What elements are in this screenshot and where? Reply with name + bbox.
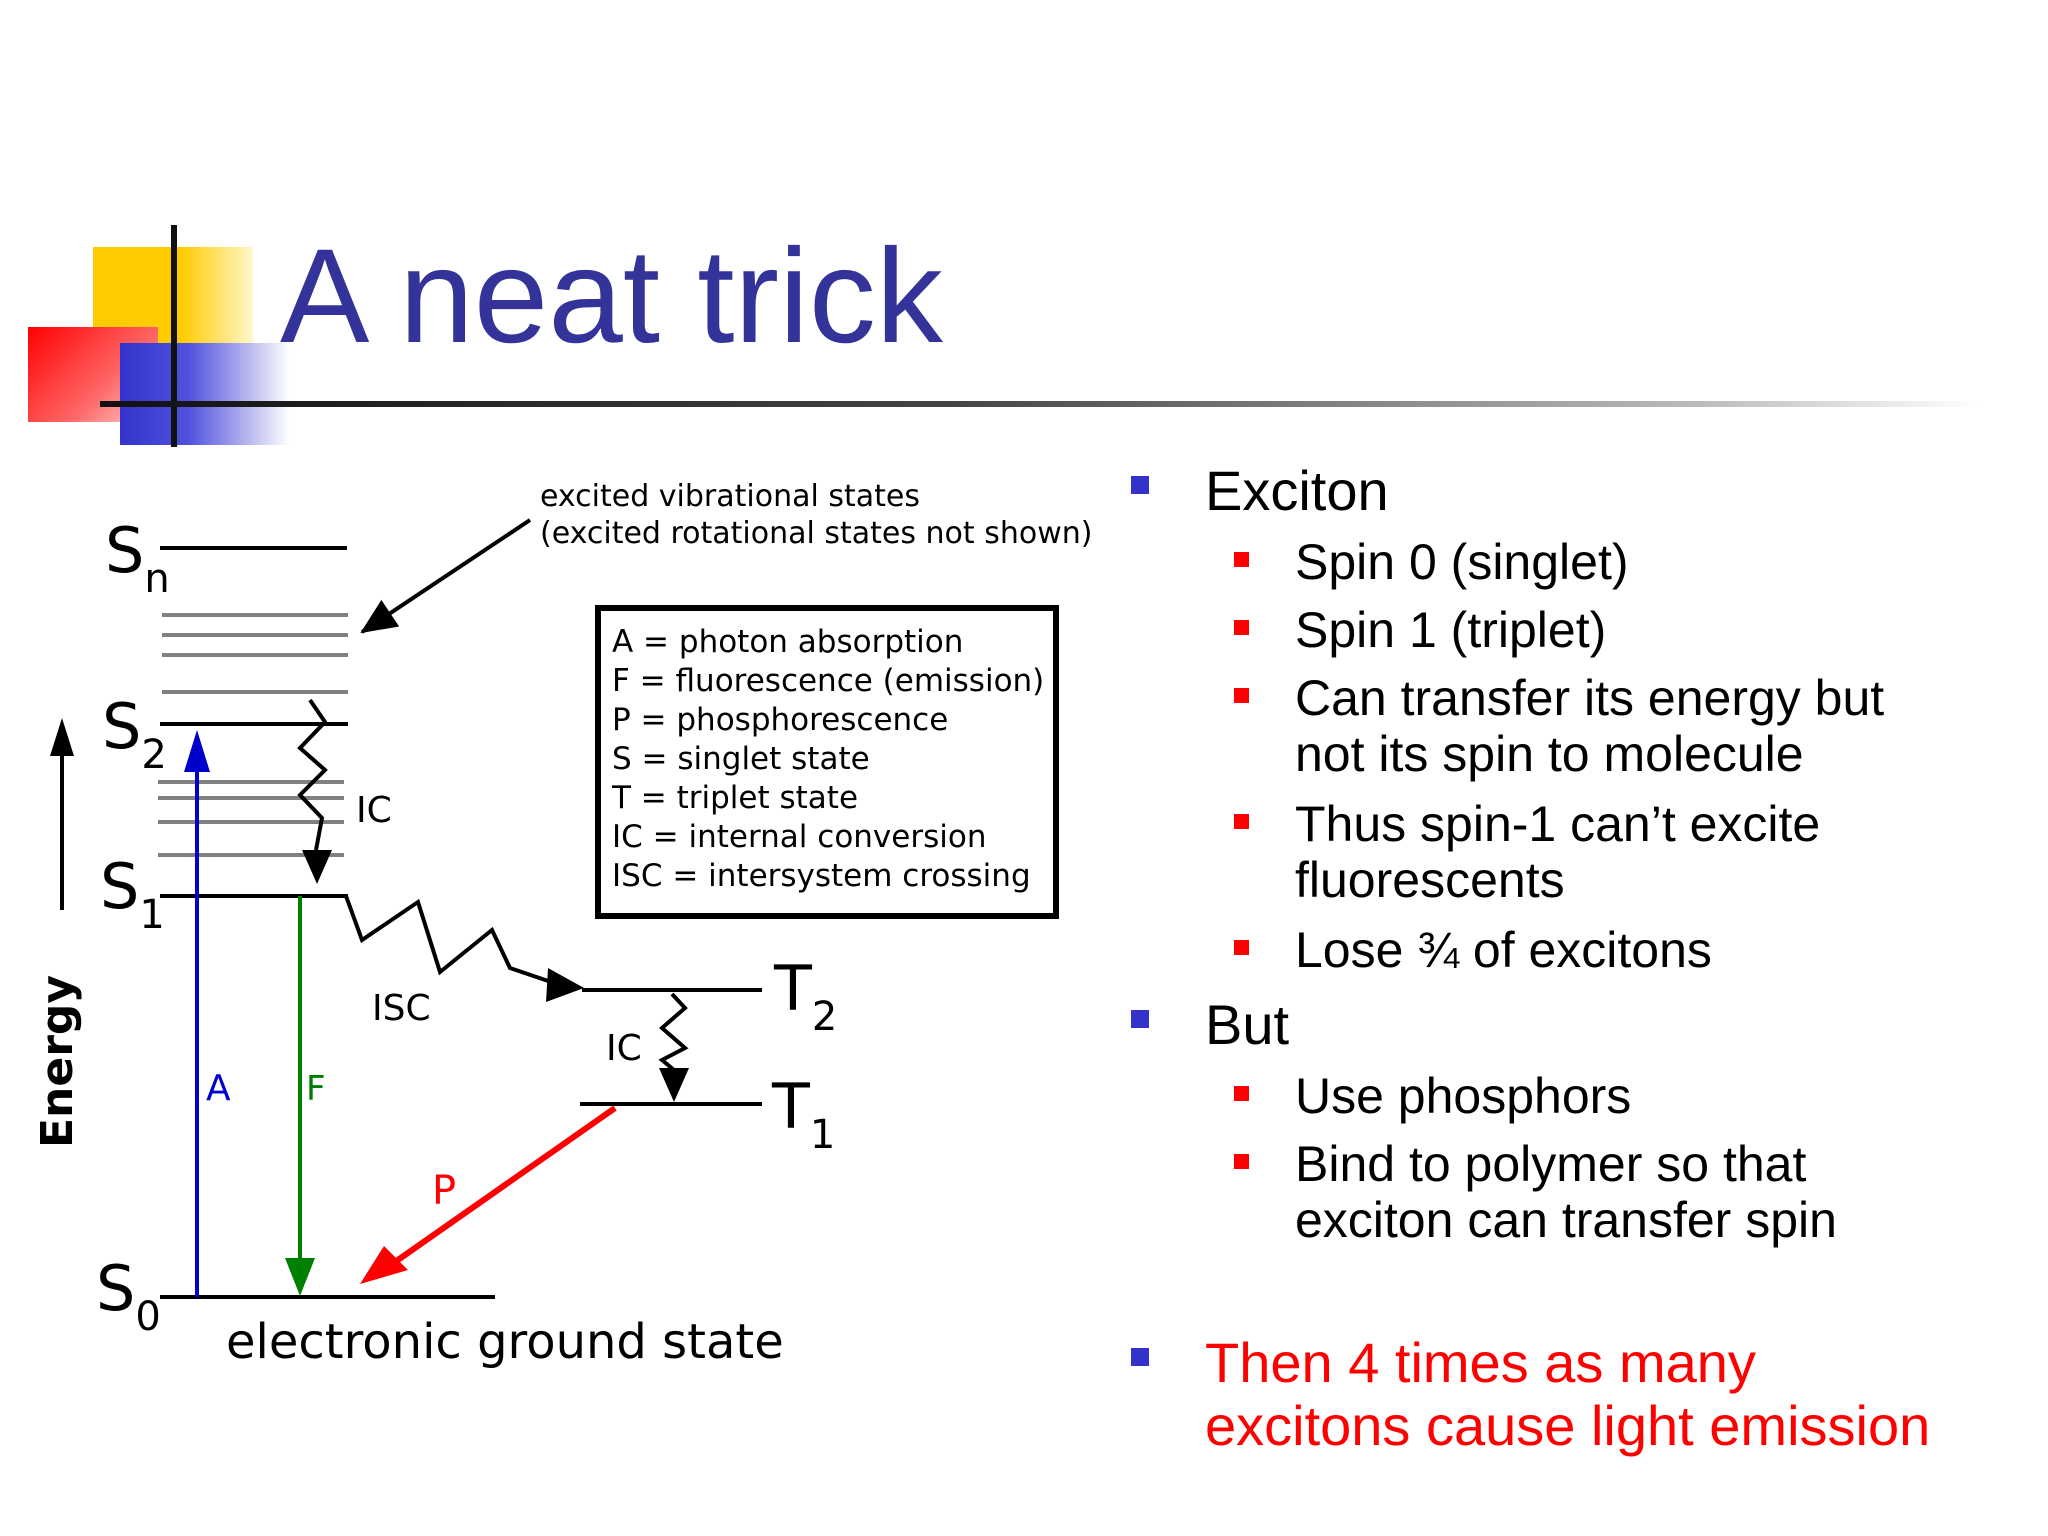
sub-bullet-item: Bind to polymer so that bbox=[1295, 1136, 1807, 1192]
ic-zigzag-s2-s1 bbox=[297, 698, 328, 851]
ic-arrowhead-t1 bbox=[659, 1068, 689, 1102]
state-sn-label: Sn bbox=[105, 514, 170, 602]
sub-bullet-item: Thus spin-1 can’t excite bbox=[1295, 796, 1821, 852]
sub-bullet-item-cont: fluorescents bbox=[1295, 852, 1565, 908]
sub-bullet-square bbox=[1234, 552, 1249, 567]
jablonski-diagram: excited vibrational states (excited rota… bbox=[32, 479, 1092, 1370]
sub-bullet-item: Lose ¾ of excitons bbox=[1295, 922, 1712, 978]
isc-zigzag bbox=[344, 895, 561, 987]
bullet-square bbox=[1131, 1348, 1149, 1366]
annotation-arrow bbox=[360, 518, 532, 634]
ground-state-label: electronic ground state bbox=[226, 1314, 784, 1370]
fluorescence-label: F bbox=[306, 1069, 326, 1109]
phosphorescence-arrowhead bbox=[360, 1246, 408, 1284]
absorption-arrowhead bbox=[184, 730, 210, 772]
conclusion-line1: Then 4 times as many bbox=[1205, 1331, 1756, 1394]
phosphorescence-arrow bbox=[393, 1105, 617, 1265]
legend-entry: IC = internal conversion bbox=[612, 819, 986, 855]
state-s1-label: S1 bbox=[100, 850, 165, 938]
legend-entry: S = singlet state bbox=[612, 741, 870, 777]
legend-entry: T = triplet state bbox=[611, 780, 858, 816]
fluorescence-arrowhead bbox=[285, 1258, 315, 1296]
sub-bullet-square bbox=[1234, 940, 1249, 955]
energy-axis-arrowhead bbox=[50, 718, 74, 756]
annotation-line2: (excited rotational states not shown) bbox=[540, 516, 1092, 551]
conclusion-line2: excitons cause light emission bbox=[1205, 1394, 1931, 1457]
sub-bullet-item: Spin 1 (triplet) bbox=[1295, 602, 1607, 658]
sub-bullet-square bbox=[1234, 1086, 1249, 1101]
state-t2-label: T2 bbox=[773, 952, 837, 1040]
sub-bullet-item: Can transfer its energy but bbox=[1295, 670, 1885, 726]
legend-entry: P = phosphorescence bbox=[612, 702, 948, 738]
sub-bullet-square bbox=[1234, 688, 1249, 703]
sub-bullet-square bbox=[1234, 620, 1249, 635]
slide-title: A neat trick bbox=[280, 222, 943, 371]
isc-label: ISC bbox=[372, 988, 431, 1029]
state-s0-label: S0 bbox=[96, 1252, 161, 1340]
isc-arrowhead bbox=[546, 968, 584, 1002]
phosphorescence-label: P bbox=[432, 1168, 456, 1214]
deco-vertical-line bbox=[171, 225, 177, 447]
sub-bullet-item-cont: exciton can transfer spin bbox=[1295, 1192, 1837, 1248]
vibrational-levels-s2 bbox=[162, 613, 348, 694]
ic-label-2: IC bbox=[606, 1028, 642, 1069]
bullet-but: But bbox=[1205, 993, 1290, 1056]
legend-box bbox=[595, 605, 1059, 919]
title-underline bbox=[100, 401, 1980, 407]
ic-label-1: IC bbox=[356, 790, 392, 831]
legend-entry: ISC = intersystem crossing bbox=[612, 858, 1031, 894]
bullet-square bbox=[1131, 1010, 1149, 1028]
bullet-exciton: Exciton bbox=[1205, 459, 1389, 522]
energy-axis-label: Energy bbox=[32, 975, 83, 1148]
legend-entry: A = photon absorption bbox=[612, 624, 963, 660]
annotation-line1: excited vibrational states bbox=[540, 479, 920, 514]
sub-bullet-item: Spin 0 (singlet) bbox=[1295, 534, 1629, 590]
sub-bullet-item-cont: not its spin to molecule bbox=[1295, 726, 1804, 782]
bullet-square bbox=[1131, 476, 1149, 494]
legend-entries: A = photon absorption F = fluorescence (… bbox=[611, 624, 1044, 894]
deco-blue-square bbox=[120, 343, 290, 445]
sub-bullet-square bbox=[1234, 814, 1249, 829]
sub-bullet-item: Use phosphors bbox=[1295, 1068, 1632, 1124]
state-t1-label: T1 bbox=[771, 1070, 835, 1158]
legend-entry: F = fluorescence (emission) bbox=[612, 663, 1044, 699]
ic-zigzag-t2-t1 bbox=[658, 992, 689, 1072]
state-s2-label: S2 bbox=[102, 690, 167, 778]
ic-arrowhead-s1 bbox=[302, 850, 332, 884]
absorption-label: A bbox=[206, 1068, 231, 1109]
sub-bullet-square bbox=[1234, 1154, 1249, 1169]
